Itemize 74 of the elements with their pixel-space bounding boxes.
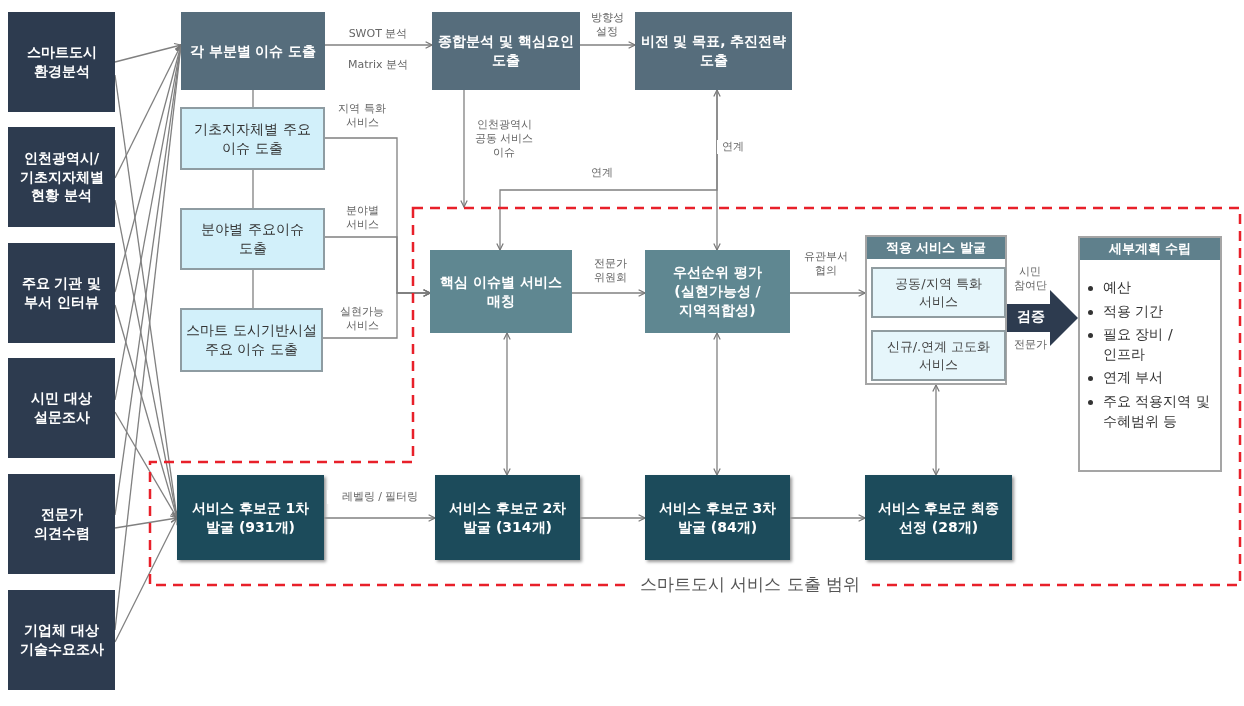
arrow: [503, 332, 511, 476]
box-label: 기업체 대상 기술수요조사: [18, 621, 105, 659]
panel-heading: 세부계획 수립: [1080, 238, 1220, 260]
arrow: [460, 89, 468, 208]
box-label: 기초지자체별 주요 이슈 도출: [193, 119, 312, 158]
process-box: [645, 250, 790, 333]
arrow: [789, 289, 866, 297]
list-item: 적용 기간: [1103, 301, 1164, 321]
issue-box: [180, 308, 323, 372]
issue-box: [180, 208, 325, 270]
process-box: [430, 250, 572, 333]
box-label: 전문가 의견수렴: [32, 505, 91, 543]
box-label: 서비스 후보군 2차 발굴 (314개): [447, 498, 568, 537]
service-box: [871, 267, 1006, 318]
box-label: 서비스 후보군 최종 선정 (28개): [876, 498, 1001, 537]
process-box: [8, 12, 115, 112]
service-box: [871, 330, 1006, 381]
process-box: [8, 243, 115, 343]
note-label: Matrix 분석: [346, 58, 410, 72]
process-box: [181, 12, 325, 90]
box-label: 공동/지역 특화 서비스: [894, 274, 983, 311]
box-label: 신규/.연계 고도화 서비스: [885, 337, 992, 374]
arrow: [496, 89, 718, 251]
box-label: 인천광역시/ 기초지자체별 현황 분석: [18, 148, 105, 206]
panel-heading: 적용 서비스 발굴: [867, 237, 1005, 259]
arrow: [114, 411, 178, 519]
box-label: 시민 대상 설문조사: [30, 389, 93, 427]
result-box: [177, 475, 324, 560]
note-label: 전문가: [1012, 338, 1048, 352]
list-item: 필요 장비 /인프라: [1103, 325, 1174, 364]
result-box: [645, 475, 790, 560]
arrow: [322, 289, 431, 339]
arrow: [713, 89, 721, 251]
arrow: [114, 42, 182, 63]
edge-label: 검증: [1016, 308, 1046, 326]
issue-box: [180, 107, 325, 170]
group-panel: [865, 235, 1007, 385]
process-box: [8, 127, 115, 227]
block-arrow: [1007, 290, 1078, 346]
process-box: [8, 590, 115, 690]
connector-line: [252, 89, 254, 108]
box-label: 주요 기관 및 부서 인터뷰: [20, 274, 103, 312]
arrow: [932, 384, 940, 476]
process-box: [8, 474, 115, 574]
arrow: [579, 514, 646, 522]
process-box: [8, 358, 115, 458]
process-box: [432, 12, 580, 90]
arrow: [713, 332, 721, 476]
box-label: 종합분석 및 핵심요인 도출: [437, 32, 575, 70]
box-label: 우선순위 평가 (실현가능성 /지역적합성): [672, 263, 763, 320]
connector-line: [252, 169, 254, 209]
box-label: 스마트도시 환경분석: [25, 43, 98, 81]
process-box: [635, 12, 792, 90]
result-box: [865, 475, 1012, 560]
box-label: 각 부분별 이슈 도출: [188, 41, 318, 61]
arrow: [571, 289, 646, 297]
arrow: [323, 514, 436, 522]
plan-panel: [1078, 236, 1222, 472]
box-label: 서비스 후보군 3차 발굴 (84개): [657, 498, 778, 537]
box-label: 핵심 이슈별 서비스 매칭: [439, 272, 563, 311]
box-label: 비전 및 목표, 추진전략 도출: [639, 32, 788, 70]
arrow: [324, 41, 433, 49]
list-item: 예산: [1103, 278, 1131, 297]
result-box: [435, 475, 580, 560]
arrow: [579, 41, 636, 49]
box-label: 서비스 후보군 1차 발굴 (931개): [190, 498, 311, 537]
connector-line: [252, 269, 254, 309]
list-item: 주요 적용지역 및 수혜범위 등: [1103, 391, 1211, 431]
arrow: [114, 515, 178, 529]
list-item: 연계 부서: [1103, 368, 1164, 388]
box-label: 분야별 주요이슈 도출: [200, 220, 305, 258]
box-label: 스마트 도시기반시설 주요 이슈 도출: [185, 321, 318, 359]
note-label: 시민 참여단: [1012, 265, 1048, 293]
arrow: [789, 514, 866, 522]
